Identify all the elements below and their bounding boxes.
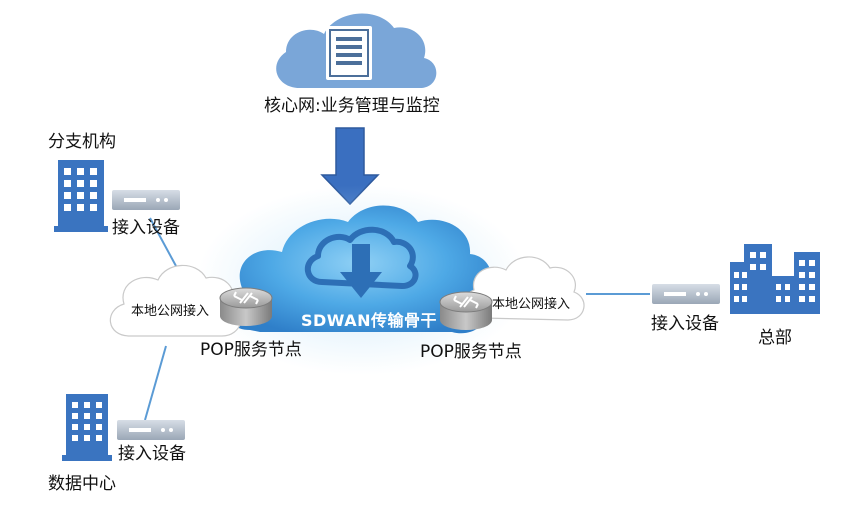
datacenter-title: 数据中心 <box>48 474 116 494</box>
access-device-icon <box>652 284 720 304</box>
datacenter-building-icon <box>62 394 112 461</box>
branch-device-label: 接入设备 <box>112 218 180 238</box>
pop-right-label: POP服务节点 <box>420 342 522 362</box>
branch-title: 分支机构 <box>48 132 116 152</box>
pop-left-label: POP服务节点 <box>200 340 302 360</box>
access-device-icon <box>117 420 185 440</box>
router-icon <box>439 291 493 330</box>
pop-left-access-label: 本地公网接入 <box>131 304 210 319</box>
local-access-cloud-right <box>463 256 585 321</box>
branch-building-icon <box>54 160 108 232</box>
hq-device-label: 接入设备 <box>651 314 719 334</box>
server-icon <box>326 26 372 80</box>
datacenter-device-label: 接入设备 <box>118 444 186 464</box>
branch-link <box>149 217 177 267</box>
hq-title: 总部 <box>758 328 792 348</box>
hq-buildings-icon <box>730 244 820 314</box>
connection-lines <box>144 217 650 421</box>
router-icon <box>219 287 273 326</box>
backbone-cloud-icon <box>197 185 527 375</box>
backbone-label: SDWAN传输骨干 <box>301 311 438 330</box>
datacenter-link <box>144 345 167 421</box>
pop-right-access-label: 本地公网接入 <box>492 297 571 312</box>
access-device-icon <box>112 190 180 210</box>
core-network-label: 核心网:业务管理与监控 <box>264 96 440 116</box>
